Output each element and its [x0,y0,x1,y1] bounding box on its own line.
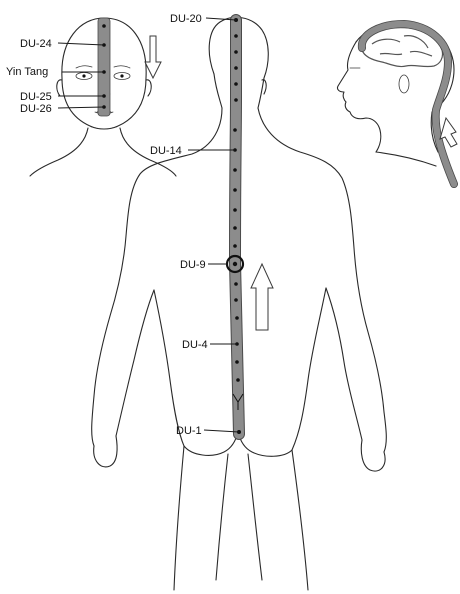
side-channel [362,24,454,184]
acupoint [236,378,240,382]
acupoint [234,298,238,302]
acupoint [234,50,238,54]
label-du4: DU-4 [182,339,208,351]
back-arrow [251,264,273,330]
label-du26: DU-26 [20,103,52,115]
label-du9: DU-9 [180,259,206,271]
acupoint [235,360,239,364]
du9-point [233,262,237,266]
acupoint [233,244,237,248]
acupoint [234,66,238,70]
up-arrow-icon [251,264,273,330]
acupoint [234,98,238,102]
acupoint [233,168,237,172]
front-channel-band [98,18,110,116]
acupoint [233,128,237,132]
acupoint [233,208,237,212]
label-du14: DU-14 [150,145,182,157]
acupoint [233,188,237,192]
label-du25: DU-25 [20,91,52,103]
front-arrow [145,36,161,78]
front-channel [98,18,110,116]
label-du24: DU-24 [20,38,52,50]
label-yin-tang: Yin Tang [6,66,48,78]
acupoint [234,82,238,86]
acupoint [234,34,238,38]
label-du1: DU-1 [176,425,202,437]
acupoint [234,282,238,286]
acupoint [235,316,239,320]
back-channel [227,18,243,434]
side-channel-band [362,24,454,184]
acupoint [233,226,237,230]
label-du20: DU-20 [170,13,202,25]
acupoint [102,24,106,28]
down-arrow-icon [145,36,161,78]
